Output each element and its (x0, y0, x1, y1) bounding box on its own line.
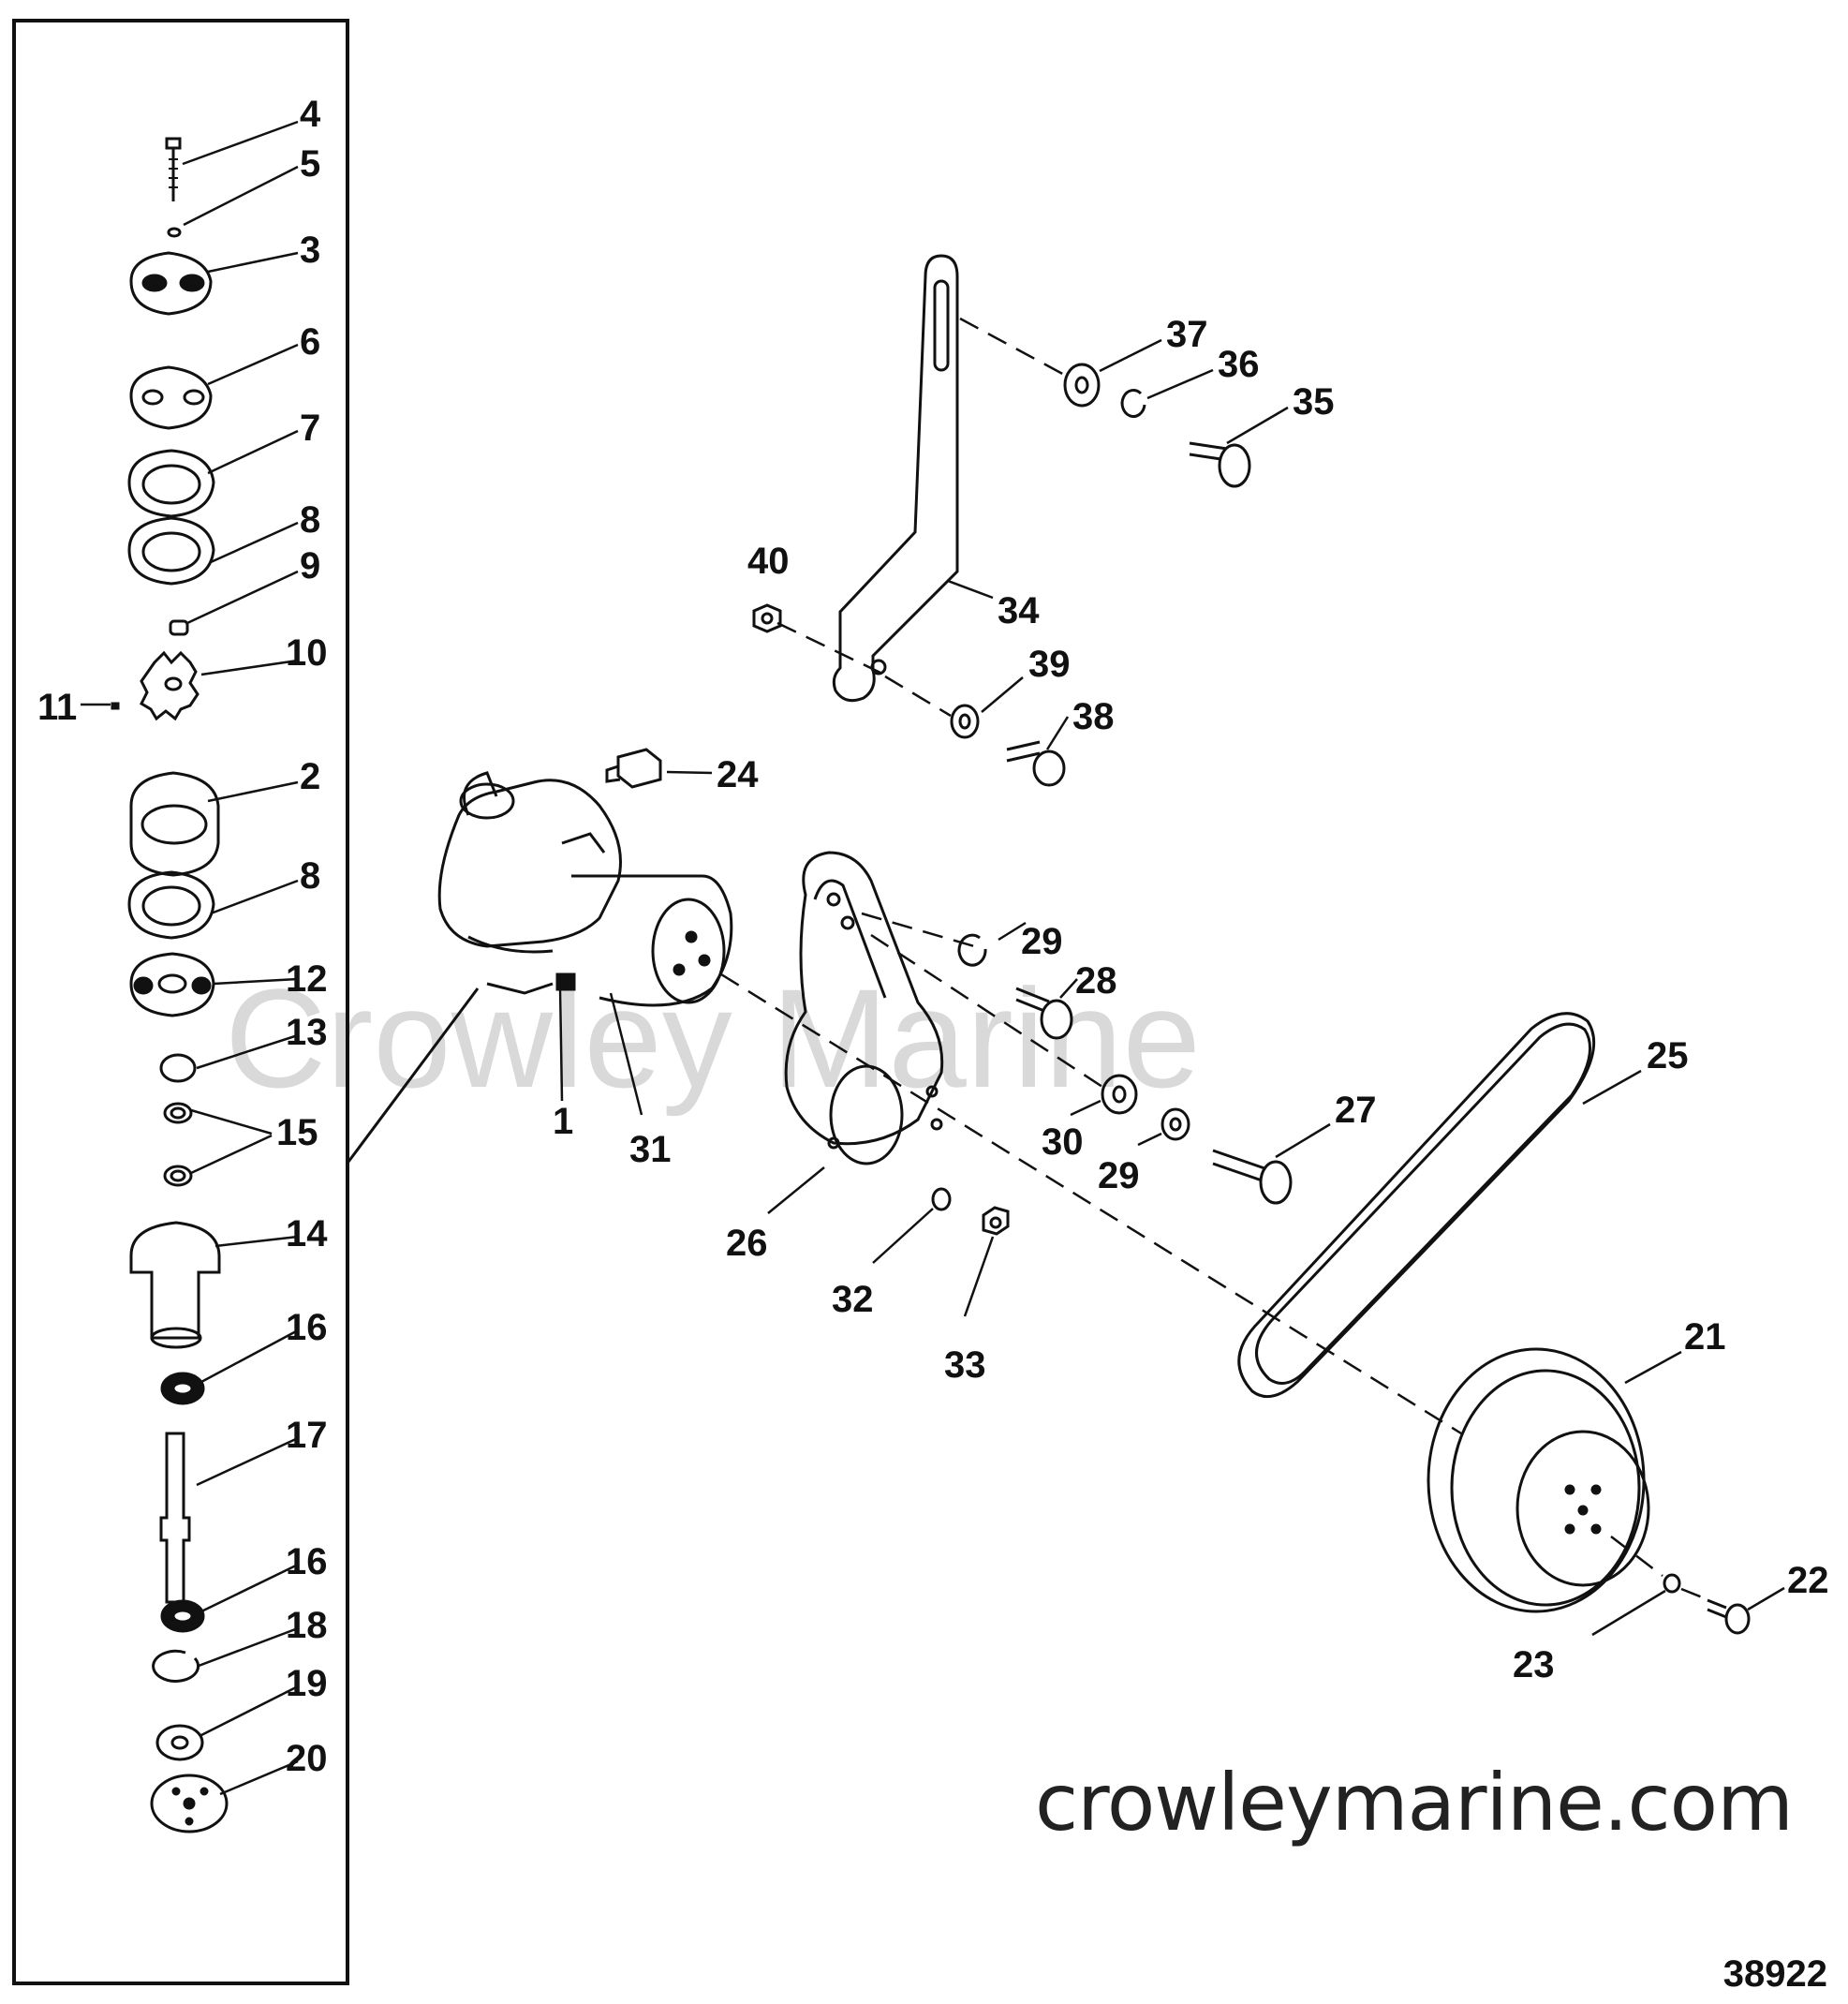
callout-11: 11 (37, 687, 77, 728)
callout-labels: 4 5 3 6 7 8 9 10 11 2 8 12 13 15 14 16 1… (37, 94, 1829, 1779)
part-4-bolt (165, 137, 182, 201)
callout-39: 39 (1028, 644, 1071, 685)
part-5-washer (167, 227, 182, 238)
part-20-hub (150, 1774, 229, 1833)
part-39-washer (950, 704, 980, 739)
part-33-nut (982, 1206, 1010, 1236)
callout-8-lower: 8 (300, 855, 320, 897)
callout-13: 13 (286, 1012, 328, 1053)
part-7-wear-plate (127, 449, 215, 518)
callout-26: 26 (726, 1223, 768, 1264)
part-25-drive-belt (1237, 1012, 1596, 1399)
callout-14: 14 (286, 1213, 328, 1254)
part-40-nut (752, 603, 782, 633)
part-24-fitting (605, 748, 662, 789)
callout-4: 4 (300, 94, 321, 135)
part-15-seals (163, 1102, 193, 1187)
part-22-bolt (1707, 1598, 1751, 1635)
callout-17: 17 (286, 1415, 328, 1456)
callout-19: 19 (286, 1663, 328, 1704)
callout-12: 12 (286, 958, 328, 1000)
callout-18: 18 (286, 1605, 328, 1646)
callout-23: 23 (1513, 1644, 1555, 1685)
callout-10: 10 (286, 632, 328, 674)
part-10-impeller (140, 650, 200, 721)
exploded-pump-panel (12, 19, 349, 1985)
callout-30: 30 (1042, 1121, 1084, 1163)
callout-40: 40 (747, 541, 790, 582)
part-13-o-ring (159, 1053, 197, 1083)
part-3-cover-plate (129, 251, 213, 316)
callout-33: 33 (944, 1344, 986, 1386)
callout-1: 1 (553, 1101, 573, 1142)
part-16-bearing-upper (160, 1372, 205, 1405)
part-29-lockwasher-upper (957, 933, 987, 967)
part-12-plate (129, 952, 215, 1017)
callout-36: 36 (1218, 344, 1260, 385)
callout-2: 2 (300, 756, 320, 797)
part-38-bolt (1006, 740, 1066, 787)
callout-24: 24 (717, 754, 759, 795)
part-8-gasket-lower (127, 870, 215, 940)
part-36-lockwasher (1120, 389, 1146, 418)
callout-16-lower: 16 (286, 1541, 328, 1582)
callout-5: 5 (300, 143, 320, 185)
part-26-mounting-bracket (784, 851, 944, 1165)
part-23-washer (1663, 1573, 1681, 1594)
callout-8: 8 (300, 499, 320, 541)
callout-29: 29 (1021, 921, 1063, 962)
part-35-bolt (1189, 441, 1251, 488)
part-28-bolt (1015, 987, 1073, 1040)
callout-6: 6 (300, 321, 320, 363)
panel-to-pump-line (347, 987, 480, 1163)
part-17-shaft (159, 1432, 191, 1604)
callout-35: 35 (1293, 381, 1335, 423)
part-30-washer (1101, 1074, 1138, 1115)
callout-29-lower: 29 (1098, 1155, 1140, 1196)
part-14-pump-body (129, 1221, 221, 1349)
part-2-pump-housing (129, 771, 220, 877)
callout-15: 15 (276, 1112, 318, 1153)
part-16-bearing-lower (160, 1599, 205, 1633)
callout-37: 37 (1166, 314, 1208, 355)
part-9-cap (169, 619, 189, 636)
callout-21: 21 (1684, 1316, 1726, 1358)
callout-7: 7 (300, 408, 320, 449)
callout-27: 27 (1335, 1090, 1377, 1131)
left-leader-lines (81, 120, 299, 1796)
part-37-washer (1063, 363, 1101, 408)
assembly-dashed-lines (720, 317, 1706, 1600)
callout-9: 9 (300, 545, 320, 586)
callout-32: 32 (832, 1279, 874, 1320)
callout-22: 22 (1787, 1560, 1829, 1601)
part-29-washer-lower (1161, 1107, 1190, 1141)
main-leader-lines (558, 338, 1785, 1637)
callout-16: 16 (286, 1307, 328, 1348)
callout-20: 20 (286, 1738, 328, 1779)
part-1-water-pump-assembly (437, 771, 733, 1007)
part-18-snap-ring (152, 1649, 200, 1683)
part-21-pulley (1427, 1347, 1650, 1613)
callout-38: 38 (1072, 696, 1115, 737)
part-6-gasket (129, 365, 213, 430)
part-27-bolt (1212, 1149, 1293, 1205)
part-34-adjusting-strap (832, 254, 959, 703)
part-19-washer (155, 1724, 204, 1761)
part-8-gasket-upper (127, 516, 215, 586)
callout-25: 25 (1647, 1035, 1689, 1076)
part-11-pin (111, 702, 120, 710)
callout-3: 3 (300, 230, 320, 271)
callout-31: 31 (629, 1129, 672, 1170)
figure-number: 38922 (1722, 1953, 1827, 1995)
callout-34: 34 (998, 590, 1040, 631)
site-label: crowleymarine.com (1035, 1757, 1794, 1848)
callout-28: 28 (1075, 960, 1117, 1002)
part-32-washer (931, 1187, 952, 1211)
